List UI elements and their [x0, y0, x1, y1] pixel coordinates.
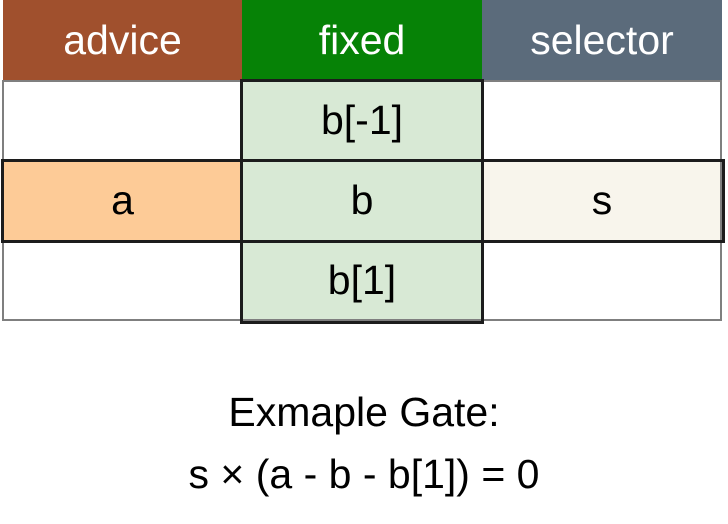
cell-selector-row-1: s	[482, 160, 722, 240]
grid-line-left	[2, 80, 4, 321]
caption-title: Exmaple Gate:	[228, 389, 500, 435]
caption-equation: s × (a - b - b[1]) = 0	[188, 451, 540, 497]
cell-fixed-row-0: b[-1]	[242, 80, 482, 160]
cell-advice-row-1: a	[3, 160, 242, 240]
cell-selector-row-0	[482, 80, 722, 160]
cell-advice-row-2	[3, 240, 242, 320]
column-header-selector: selector	[482, 0, 722, 80]
grid-line-right	[720, 80, 722, 321]
cell-selector-row-2	[482, 240, 722, 320]
column-header-advice: advice	[3, 0, 242, 80]
cell-advice-row-0	[3, 80, 242, 160]
grid-line-bottom	[2, 319, 722, 321]
grid-line-header-bottom	[2, 80, 722, 82]
cell-fixed-row-1: b	[242, 160, 482, 240]
cell-fixed-row-2: b[1]	[242, 240, 482, 320]
column-header-fixed: fixed	[242, 0, 482, 80]
